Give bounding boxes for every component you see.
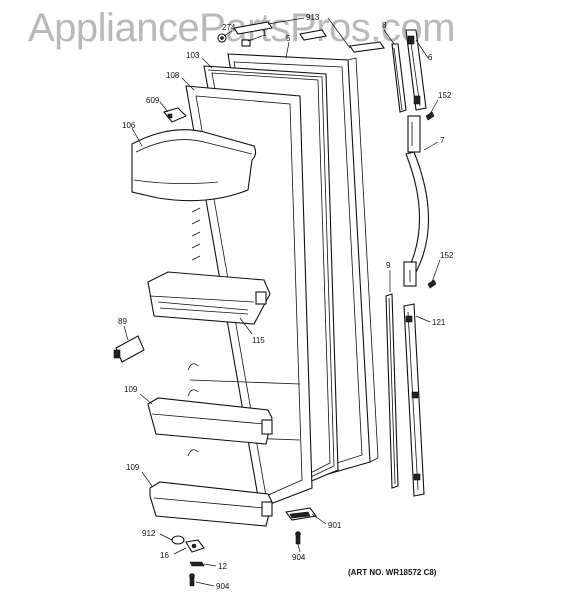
dairy-door-106: [131, 129, 257, 202]
callout-904-right: 904: [292, 553, 306, 562]
clip-89: [113, 335, 145, 363]
callout-109-lower: 109: [126, 463, 140, 472]
part-16: [185, 539, 205, 553]
part-12: [189, 561, 205, 567]
callout-609: 609: [146, 96, 160, 105]
trim-strip-9: [385, 293, 399, 489]
part-912: [171, 535, 185, 545]
callout-12: 12: [218, 562, 227, 571]
screw-904-bottom: [189, 573, 195, 587]
screw-152-upper: [425, 111, 435, 121]
part-901: [285, 507, 317, 521]
trim-strip-6: [405, 29, 427, 111]
callout-121: 121: [432, 318, 446, 327]
hinge-cap-609: [163, 107, 187, 123]
door-handle-7: [403, 115, 430, 287]
callout-274: 274: [222, 23, 236, 32]
door-shelf-115: [147, 271, 271, 325]
callout-1: 1: [262, 29, 267, 38]
callout-912: 912: [142, 529, 156, 538]
callout-8: 8: [382, 21, 387, 30]
callout-901: 901: [328, 521, 342, 530]
callout-904-bottom: 904: [216, 582, 230, 591]
door-bin-109-lower: [149, 481, 273, 527]
callout-109-upper: 109: [124, 385, 138, 394]
callout-7: 7: [440, 136, 445, 145]
callout-108: 108: [166, 71, 180, 80]
callout-152-lower: 152: [440, 251, 454, 260]
callout-9: 9: [386, 261, 391, 270]
callout-103: 103: [186, 51, 200, 60]
callout-106: 106: [122, 121, 136, 130]
cap-1: [241, 39, 251, 47]
trim-strip-8: [391, 43, 407, 113]
top-cap-913: [233, 21, 385, 53]
art-number-label: (ART NO. WR18572 C8): [348, 568, 437, 577]
callout-16: 16: [160, 551, 169, 560]
callout-numbers: 913 274 1 5 8 6 103 108 609 106 152 7 15…: [118, 13, 454, 591]
callout-913: 913: [306, 13, 320, 22]
trim-strip-121: [403, 303, 425, 497]
leader-lines: [123, 17, 441, 587]
callout-6: 6: [428, 53, 433, 62]
callout-115: 115: [252, 336, 265, 345]
callout-5: 5: [286, 34, 291, 43]
door-bin-109-upper: [147, 397, 273, 445]
callout-89: 89: [118, 317, 127, 326]
callout-152-upper: 152: [438, 91, 452, 100]
screw-904-right: [295, 531, 301, 545]
